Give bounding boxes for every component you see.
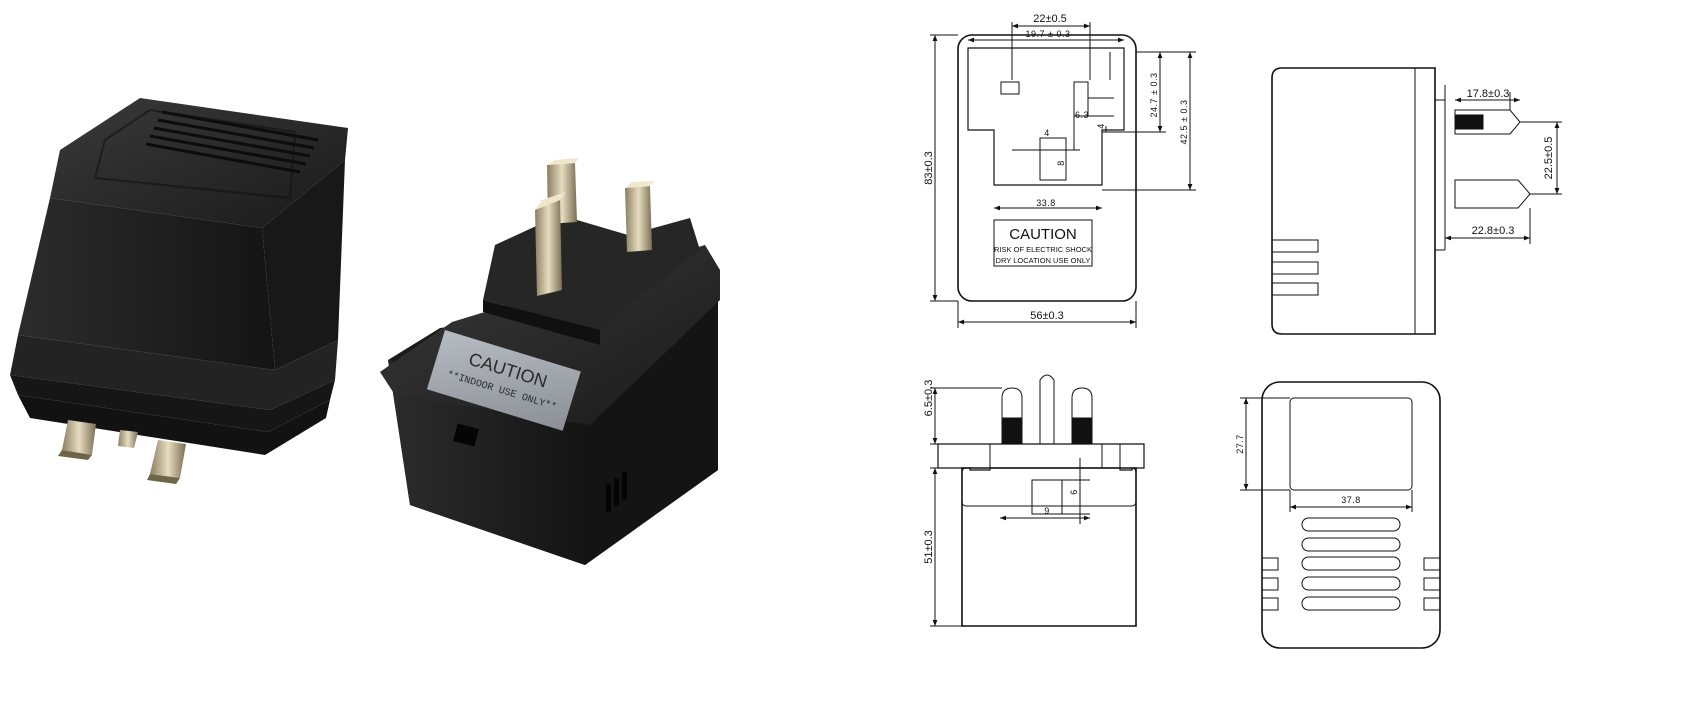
label-caution-line2: DRY LOCATION USE ONLY	[996, 256, 1091, 265]
dim-pin-offset: 6.3	[1075, 110, 1089, 120]
dim-width-56: 56±0.3	[1030, 310, 1064, 322]
photo-adapter-right: CAUTION **INDOOR USE ONLY**	[380, 158, 720, 565]
back-vents	[1301, 517, 1401, 611]
photo-adapter-left	[10, 98, 348, 484]
dim-height-83: 83±0.3	[923, 151, 935, 185]
dim-pin-spacing-22-5: 22.5±0.5	[1543, 137, 1555, 180]
label-caution-line1: RISK OF ELECTRIC SHOCK	[994, 245, 1092, 254]
dim-earth-length-22-8: 22.8±0.3	[1472, 225, 1515, 237]
dim-small-8: 8	[1056, 160, 1066, 166]
top-vents	[145, 110, 319, 174]
plug-pins-upright	[535, 158, 654, 296]
dim-6: 6	[1069, 489, 1079, 495]
dim-plate-width-33-8: 33.8	[1036, 198, 1056, 208]
drawing-back-view	[1240, 381, 1441, 649]
plug-pins	[58, 420, 186, 484]
dim-pin-top-6-5: 6.5±0.3	[923, 380, 935, 417]
label-caution-title: CAUTION	[1009, 226, 1077, 243]
front-view-labels: 22±0.5 19.7 ± 0.3 83±0.3 24.7 ± 0.3 42.5…	[923, 13, 1189, 322]
back-side-ribs	[1261, 557, 1441, 611]
drawing-side-view	[1271, 67, 1562, 335]
dim-window-height-27-7: 27.7	[1235, 434, 1245, 454]
side-view-labels: 17.8±0.3 22.5±0.5 22.8±0.3	[1467, 88, 1555, 237]
caution-sticker: CAUTION **INDOOR USE ONLY**	[426, 330, 581, 431]
dim-top-22: 22±0.5	[1033, 13, 1067, 25]
dim-window-width-37-8: 37.8	[1341, 495, 1361, 505]
dim-body-height-51: 51±0.3	[923, 530, 935, 564]
dim-plug-height-24-7: 24.7 ± 0.3	[1149, 73, 1159, 118]
bottom-view-labels: 6.5±0.3 51±0.3 6 9	[923, 380, 1079, 564]
dim-pin-length-17-8: 17.8±0.3	[1467, 88, 1510, 100]
dim-plate-height-42-5: 42.5 ± 0.3	[1179, 100, 1189, 145]
back-view-labels: 27.7 37.8	[1235, 434, 1361, 505]
side-vents	[606, 472, 627, 512]
dim-pin-width-4: 4	[1096, 123, 1106, 129]
drawing-bottom-view	[930, 374, 1145, 627]
dim-9: 9	[1044, 506, 1050, 516]
drawing-front-view	[930, 22, 1196, 328]
dim-top-19-7: 19.7 ± 0.3	[1026, 29, 1071, 39]
dim-small-4: 4	[1044, 128, 1050, 138]
